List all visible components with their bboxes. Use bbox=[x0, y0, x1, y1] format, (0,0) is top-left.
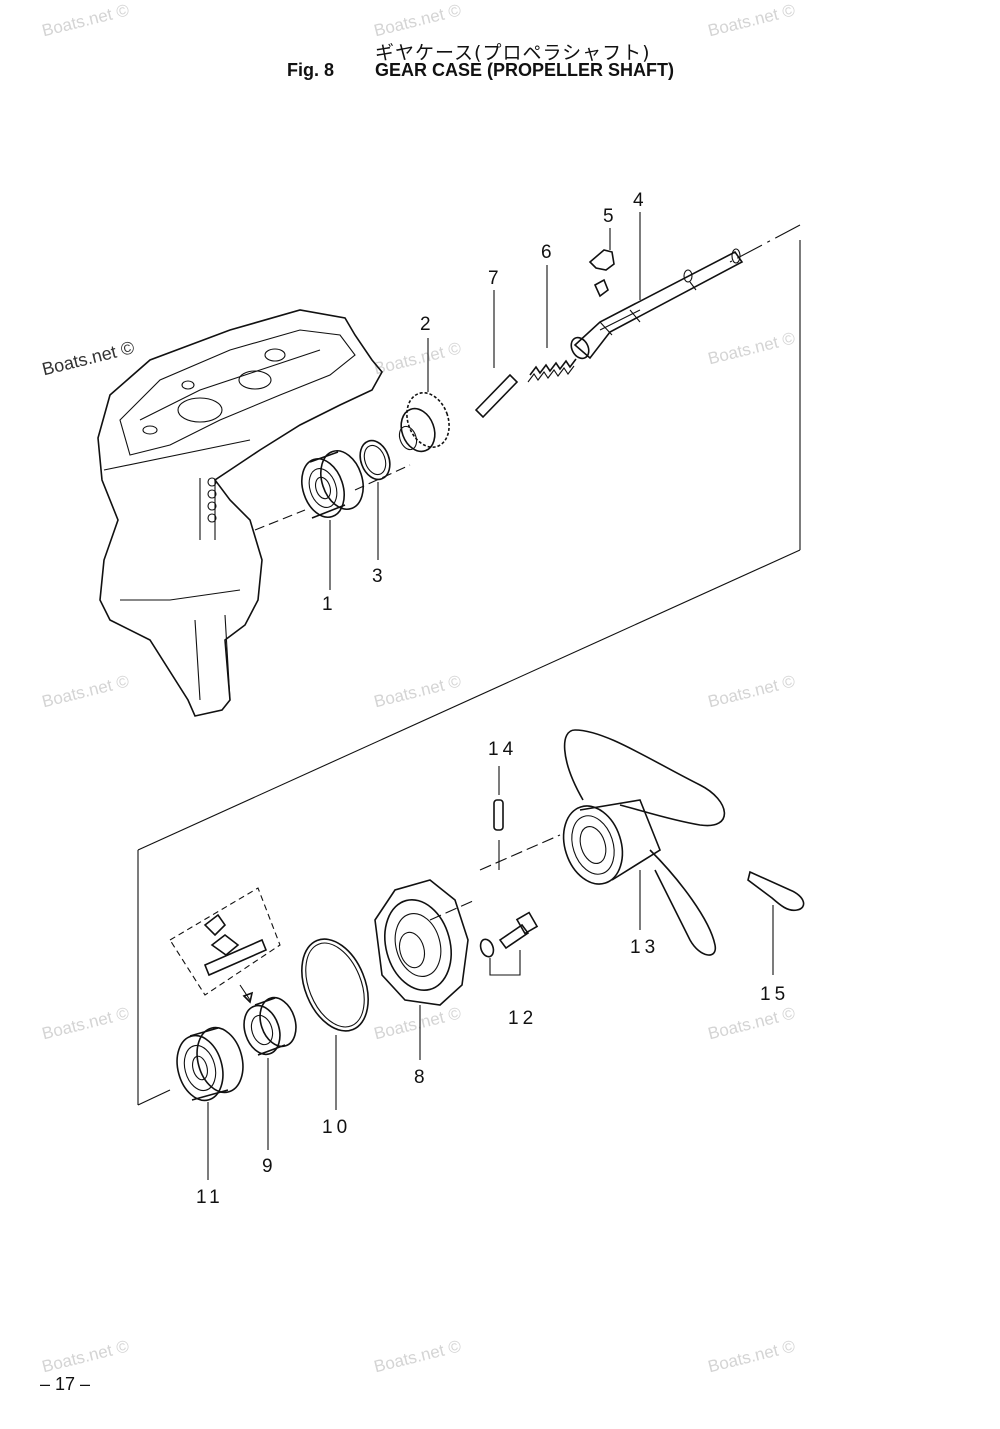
part-label-9: 9 bbox=[262, 1156, 273, 1177]
part-label-1: 1 bbox=[322, 594, 333, 615]
part-13-propeller bbox=[562, 729, 726, 956]
part-label-15: 15 bbox=[760, 984, 789, 1005]
diagram-title-japanese: ギヤケース(プロペラシャフト) bbox=[375, 42, 651, 64]
part-10-o-ring bbox=[301, 938, 369, 1110]
part-label-4: 4 bbox=[633, 190, 644, 211]
gear-case-housing bbox=[97, 309, 383, 717]
part-5-clutch bbox=[588, 228, 615, 298]
figure-number: Fig. 8 bbox=[287, 60, 335, 80]
part-2-gear bbox=[398, 338, 450, 453]
part-11-bearing bbox=[176, 1026, 244, 1180]
part-9-oil-seal bbox=[243, 996, 297, 1150]
diagram-title: GEAR CASE (PROPELLER SHAFT) bbox=[375, 60, 675, 80]
part-label-7: 7 bbox=[488, 268, 499, 289]
page-number: – 17 – bbox=[40, 1374, 91, 1394]
part-label-14: 14 bbox=[488, 739, 517, 760]
part-12-bolt bbox=[479, 911, 539, 976]
part-15-cotter-pin bbox=[747, 870, 805, 975]
part-label-6: 6 bbox=[541, 242, 552, 263]
part-label-8: 8 bbox=[414, 1067, 425, 1088]
detail-inset-box bbox=[169, 887, 281, 1004]
part-4-propeller-shaft bbox=[570, 212, 744, 360]
part-7-pin bbox=[474, 290, 519, 419]
part-label-10: 10 bbox=[322, 1117, 351, 1138]
part-label-12: 12 bbox=[508, 1008, 537, 1029]
part-8-bearing-housing bbox=[374, 879, 469, 1060]
part-6-spring bbox=[527, 265, 577, 383]
part-14-pin bbox=[493, 766, 504, 870]
part-label-11: 11 bbox=[196, 1187, 224, 1208]
part-3-washer bbox=[359, 439, 391, 560]
part-1-bearing bbox=[301, 450, 364, 590]
part-label-5: 5 bbox=[603, 206, 614, 227]
part-label-3: 3 bbox=[372, 566, 383, 587]
reference-frame bbox=[137, 224, 801, 1106]
part-label-2: 2 bbox=[420, 314, 431, 335]
part-label-13: 13 bbox=[630, 937, 659, 958]
